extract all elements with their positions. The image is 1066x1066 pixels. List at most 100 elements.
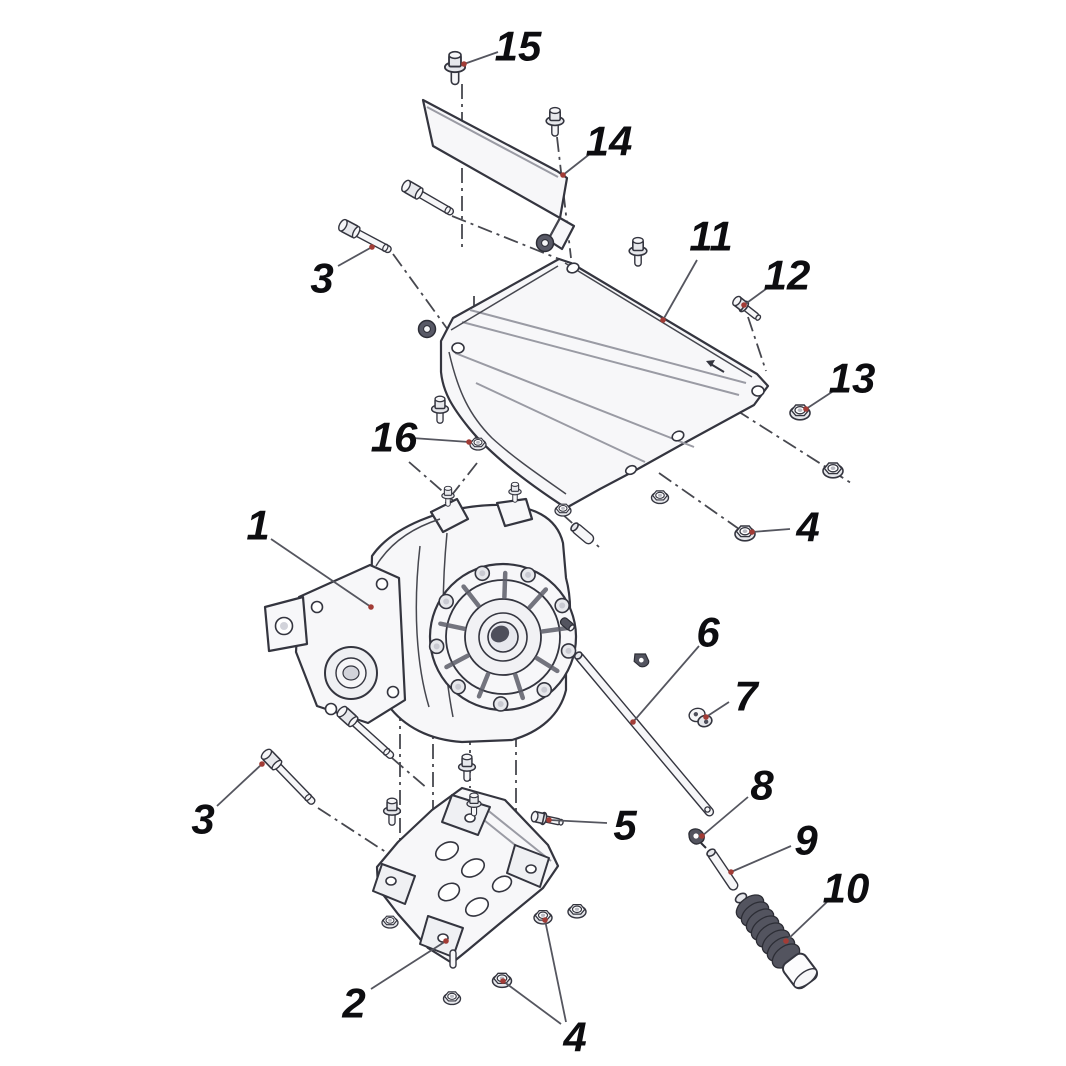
cover-bolt-boss-center	[455, 683, 462, 690]
flange-bolt	[628, 236, 648, 267]
spring-boot	[735, 894, 819, 990]
callout-part-3-12: 3	[191, 761, 265, 843]
callout-part-10-15: 10	[783, 865, 869, 944]
callout-part-14-1: 14	[560, 118, 632, 178]
gearbox-assembly	[263, 497, 578, 744]
leader-tip	[699, 833, 705, 839]
leader-tip	[783, 938, 789, 944]
callout-part-16-6: 16	[371, 414, 472, 461]
leader-line	[632, 645, 700, 723]
nut	[567, 903, 587, 919]
breather-rod	[573, 651, 715, 817]
lower-mount-bracket	[372, 786, 560, 969]
leader-tip	[369, 244, 375, 250]
cover-bolt-boss-center	[559, 602, 566, 609]
orientation-arrow-icon	[706, 360, 725, 373]
part-number-label: 3	[191, 796, 214, 843]
nut	[442, 991, 462, 1006]
grommet-washer	[417, 319, 437, 339]
leader-line	[705, 701, 730, 718]
leader-tip	[728, 869, 734, 875]
cover-bolt-boss-center	[479, 570, 486, 577]
callout-part-3-2: 3	[310, 244, 375, 302]
leader-tip	[741, 302, 747, 308]
leader-line	[370, 940, 447, 990]
leader-line	[216, 763, 263, 807]
leader-tip	[703, 714, 709, 720]
flange-bolt	[382, 797, 402, 826]
leader-line	[270, 538, 372, 608]
callout-part-1-8: 1	[246, 502, 374, 610]
leader-line	[562, 152, 592, 176]
callout-part-4-7: 4	[749, 504, 820, 551]
leader-line	[463, 51, 499, 65]
flange-bolt-15	[443, 50, 467, 86]
part-number-label: 4	[562, 1014, 586, 1061]
cover-rib	[527, 587, 549, 610]
cover-bolt-boss-center	[433, 643, 440, 650]
leader-tip	[560, 172, 566, 178]
spacer-bushing	[570, 522, 595, 545]
part-number-label: 16	[371, 414, 418, 461]
callout-part-9-14: 9	[728, 817, 818, 875]
leader-tip	[546, 817, 552, 823]
leader-line	[730, 845, 792, 873]
nut	[554, 503, 572, 517]
flange-bolt	[457, 753, 477, 782]
cover-bolt-boss-center	[565, 647, 572, 654]
leader-line	[805, 387, 839, 410]
callout-part-7-10: 7	[703, 673, 759, 720]
cover-rib	[438, 621, 467, 631]
cover-rib	[502, 570, 508, 600]
leader-line	[785, 899, 830, 942]
part-number-label: 4	[795, 504, 819, 551]
part-number-label: 11	[689, 213, 733, 260]
leader-tip	[500, 978, 506, 984]
retainer-clip	[688, 828, 707, 849]
leader-line	[701, 796, 749, 837]
part-number-label: 9	[794, 817, 818, 864]
part-number-label: 3	[310, 255, 333, 302]
leader-line	[337, 246, 373, 267]
cover-rib	[476, 671, 491, 699]
cover-rib	[513, 672, 526, 701]
leader-line	[548, 819, 608, 824]
nut	[650, 490, 670, 505]
part-number-label: 2	[341, 980, 365, 1027]
cover-rib	[534, 655, 560, 674]
part-number-label: 12	[764, 252, 811, 299]
leader-tip	[803, 406, 809, 412]
leader-tip	[749, 529, 755, 535]
callout-part-15-0: 15	[461, 23, 542, 70]
part-number-label: 5	[613, 802, 637, 849]
leader-line	[411, 437, 470, 443]
leader-tip	[259, 761, 265, 767]
flange-bolt-12	[729, 293, 765, 325]
callout-part-5-11: 5	[546, 802, 637, 849]
nut	[381, 915, 399, 929]
cover-bolt-boss-center	[525, 571, 532, 578]
pin-tube	[706, 848, 748, 904]
vent-fitting	[559, 617, 575, 632]
leader-line	[502, 980, 562, 1025]
leader-tip	[660, 317, 666, 323]
leader-line	[743, 285, 771, 306]
long-bolt-3	[258, 746, 319, 809]
hose-clamp	[688, 707, 713, 728]
flange-bolt	[430, 395, 450, 424]
gearbox-cover	[428, 562, 578, 712]
leader-tip	[542, 917, 548, 923]
part-number-label: 7	[734, 673, 759, 720]
nut-16	[469, 437, 487, 451]
leader-line	[544, 919, 567, 1023]
part-number-label: 14	[586, 118, 633, 165]
cover-bolt-boss-center	[541, 686, 548, 693]
cover-rib	[461, 584, 481, 608]
cover-rib	[540, 625, 569, 634]
part-number-label: 1	[246, 502, 269, 549]
cover-bolt-boss-center	[497, 700, 504, 707]
leader-tip	[368, 604, 374, 610]
leader-line	[751, 528, 791, 533]
